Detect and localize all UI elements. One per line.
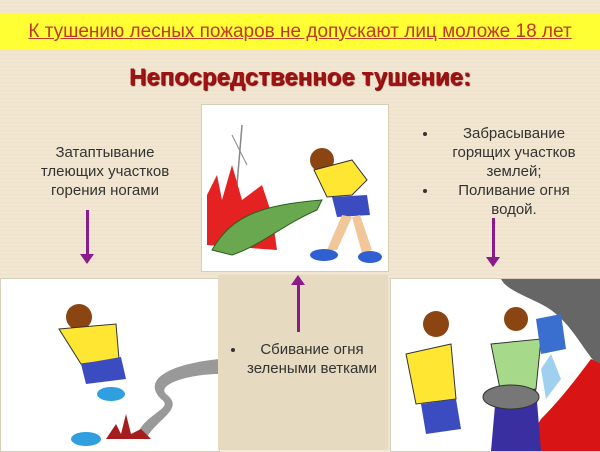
warning-banner: К тушению лесных пожаров не допускают ли… bbox=[0, 14, 600, 50]
soil-water-illustration bbox=[405, 279, 600, 451]
stamping-illustration bbox=[58, 304, 219, 446]
caption-branches: Сбивание огня зелеными ветками bbox=[228, 340, 378, 378]
caption-item: Поливание огня водой. bbox=[438, 181, 590, 219]
caption-soil-water: Забрасывание горящих участков землей; По… bbox=[420, 124, 590, 219]
warning-text: К тушению лесных пожаров не допускают ли… bbox=[28, 21, 572, 42]
slide-title: Непосредственное тушение: bbox=[129, 64, 471, 91]
arrow-down-right-icon bbox=[486, 218, 500, 267]
center-caption-panel bbox=[218, 275, 388, 450]
arrow-down-left-icon bbox=[80, 210, 94, 264]
caption-line: горения ногами bbox=[51, 182, 159, 199]
branches-illustration bbox=[207, 124, 382, 263]
caption-item: Сбивание огня зелеными ветками bbox=[246, 340, 378, 378]
caption-stamping: Затаптывание тлеющих участков горения но… bbox=[30, 143, 180, 200]
caption-item: Забрасывание горящих участков землей; bbox=[438, 124, 590, 181]
caption-line: Затаптывание bbox=[55, 144, 155, 161]
image-stamping-fire bbox=[0, 278, 220, 452]
image-soil-and-water bbox=[390, 278, 600, 452]
arrow-up-center-icon bbox=[291, 275, 305, 332]
caption-line: тлеющих участков bbox=[40, 163, 170, 180]
image-beating-with-branches bbox=[201, 104, 389, 272]
